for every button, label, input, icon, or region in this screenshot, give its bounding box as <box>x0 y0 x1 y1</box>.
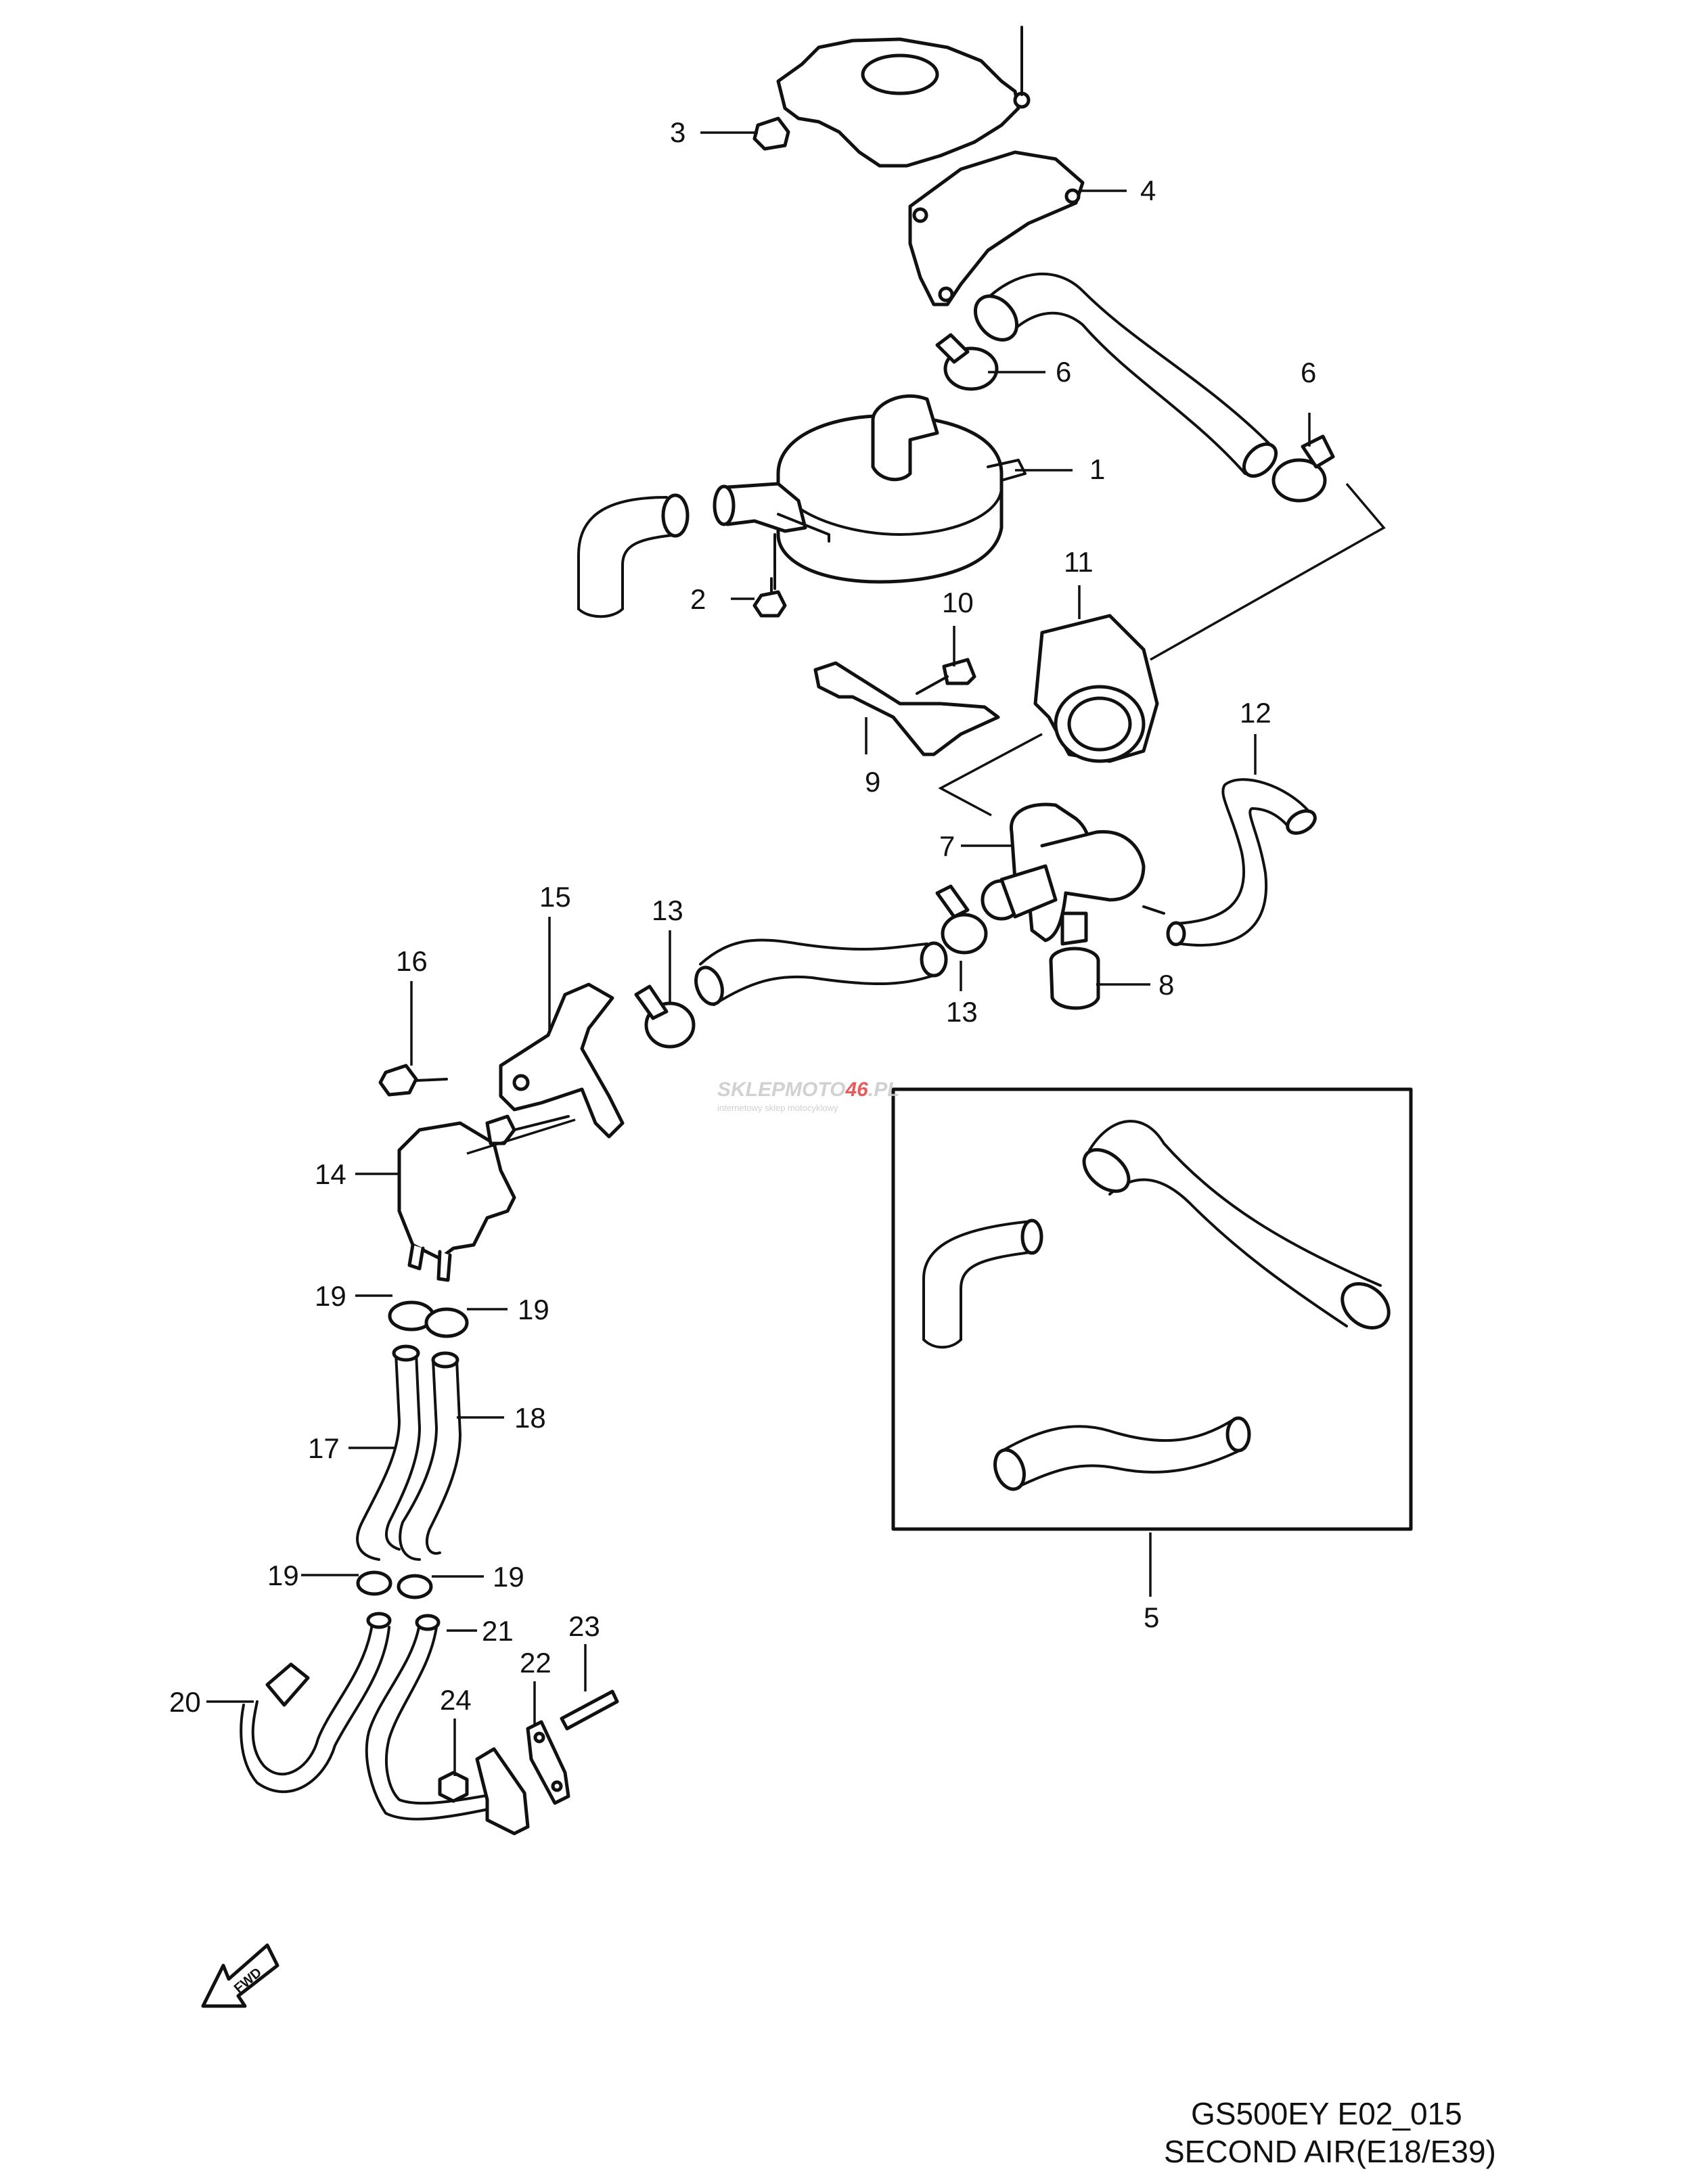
label-part-17: 17 <box>308 1432 340 1464</box>
label-part-22: 22 <box>520 1647 551 1679</box>
label-part-13-top: 13 <box>652 894 683 926</box>
label-part-6-left: 6 <box>1056 356 1071 388</box>
rubber-mount-part-11 <box>1033 614 1159 763</box>
label-part-24: 24 <box>440 1684 472 1716</box>
clamp-part-6-right <box>1271 434 1335 503</box>
watermark-brand-b: MOTO <box>785 1078 845 1101</box>
clamp-part-19-top-right <box>424 1307 469 1338</box>
label-part-5: 5 <box>1144 1601 1159 1633</box>
label-part-18: 18 <box>514 1402 546 1434</box>
label-part-10: 10 <box>942 587 974 618</box>
label-part-16: 16 <box>396 945 428 977</box>
leader-lines <box>206 131 1311 1776</box>
clamp-part-6-left <box>935 333 999 391</box>
title-line-1: GS500EY E02_015 <box>1191 2096 1462 2131</box>
hose-part-12 <box>1166 778 1317 947</box>
bracket-part-15 <box>499 982 625 1139</box>
hose-middle <box>694 938 948 1006</box>
clamp-part-19-bottom-left <box>356 1570 392 1596</box>
connection-lines <box>466 482 1386 1155</box>
label-part-9: 9 <box>865 766 880 798</box>
watermark-tagline: internetowy sklep motocyklowy <box>717 1103 838 1113</box>
clamp-part-13-right <box>935 884 988 955</box>
bolt-part-10 <box>916 658 976 695</box>
cap-part-8 <box>1049 947 1100 1010</box>
pipe-part-20 <box>240 1612 392 1794</box>
label-part-6-right: 6 <box>1301 357 1316 388</box>
label-part-21: 21 <box>482 1615 514 1647</box>
bolt-part-16 <box>378 1064 448 1097</box>
watermark: SKLEPMOTO46.PL internetowy sklep motocyk… <box>717 1078 900 1113</box>
label-part-19-b: 19 <box>518 1294 549 1325</box>
hose-part-17 <box>356 1344 421 1561</box>
pulse-valve-part-14 <box>397 1114 570 1282</box>
clamp-part-13-left <box>634 984 696 1049</box>
label-part-20: 20 <box>169 1686 201 1718</box>
watermark-brand-c: 46 <box>844 1078 868 1101</box>
label-part-2: 2 <box>690 583 706 615</box>
label-part-3: 3 <box>670 116 685 148</box>
label-part-19-d: 19 <box>493 1561 524 1593</box>
hose-part-18 <box>399 1351 461 1561</box>
label-part-19-a: 19 <box>315 1280 346 1312</box>
label-part-19-c: 19 <box>267 1560 299 1591</box>
watermark-brand-a: SKLEP <box>717 1078 786 1101</box>
label-part-7: 7 <box>939 830 955 862</box>
label-part-23: 23 <box>568 1610 600 1642</box>
reed-valve-body-part-1 <box>713 394 1027 590</box>
part-number-labels: 1 2 3 4 5 6 6 7 8 9 10 11 12 13 13 14 15… <box>169 116 1316 1718</box>
label-part-12: 12 <box>1240 697 1271 729</box>
hose-kit-box-part-5 <box>891 1087 1413 1531</box>
label-part-13-bottom: 13 <box>946 996 978 1028</box>
label-part-14: 14 <box>315 1158 346 1190</box>
control-valve-part-7 <box>981 802 1165 946</box>
label-part-1: 1 <box>1089 453 1105 485</box>
label-part-11: 11 <box>1064 546 1094 578</box>
cover-plate-part-3 <box>752 26 1031 168</box>
watermark-brand-d: .PL <box>868 1078 900 1101</box>
label-part-8: 8 <box>1158 969 1174 1001</box>
bracket-part-9 <box>813 661 1000 756</box>
diagram-title: GS500EY E02_015 SECOND AIR(E18/E39) <box>1164 2096 1496 2169</box>
label-part-15: 15 <box>539 881 571 913</box>
bolt-part-2 <box>752 577 787 618</box>
title-line-2: SECOND AIR(E18/E39) <box>1164 2134 1496 2169</box>
gasket-part-22 <box>526 1720 570 1805</box>
hose-left-elbow <box>577 493 690 618</box>
forward-arrow-icon: FWD <box>201 1943 279 2008</box>
bracket-part-4 <box>908 150 1085 306</box>
nut-part-24 <box>438 1771 469 1803</box>
hose-upper-right <box>973 272 1278 478</box>
stud-part-23 <box>560 1689 619 1731</box>
label-part-4: 4 <box>1140 175 1156 206</box>
svg-text:SKLEPMOTO46.PL: SKLEPMOTO46.PL <box>717 1078 900 1101</box>
clamp-part-19-bottom-right <box>397 1574 433 1599</box>
pipe-part-21 <box>365 1614 530 1836</box>
